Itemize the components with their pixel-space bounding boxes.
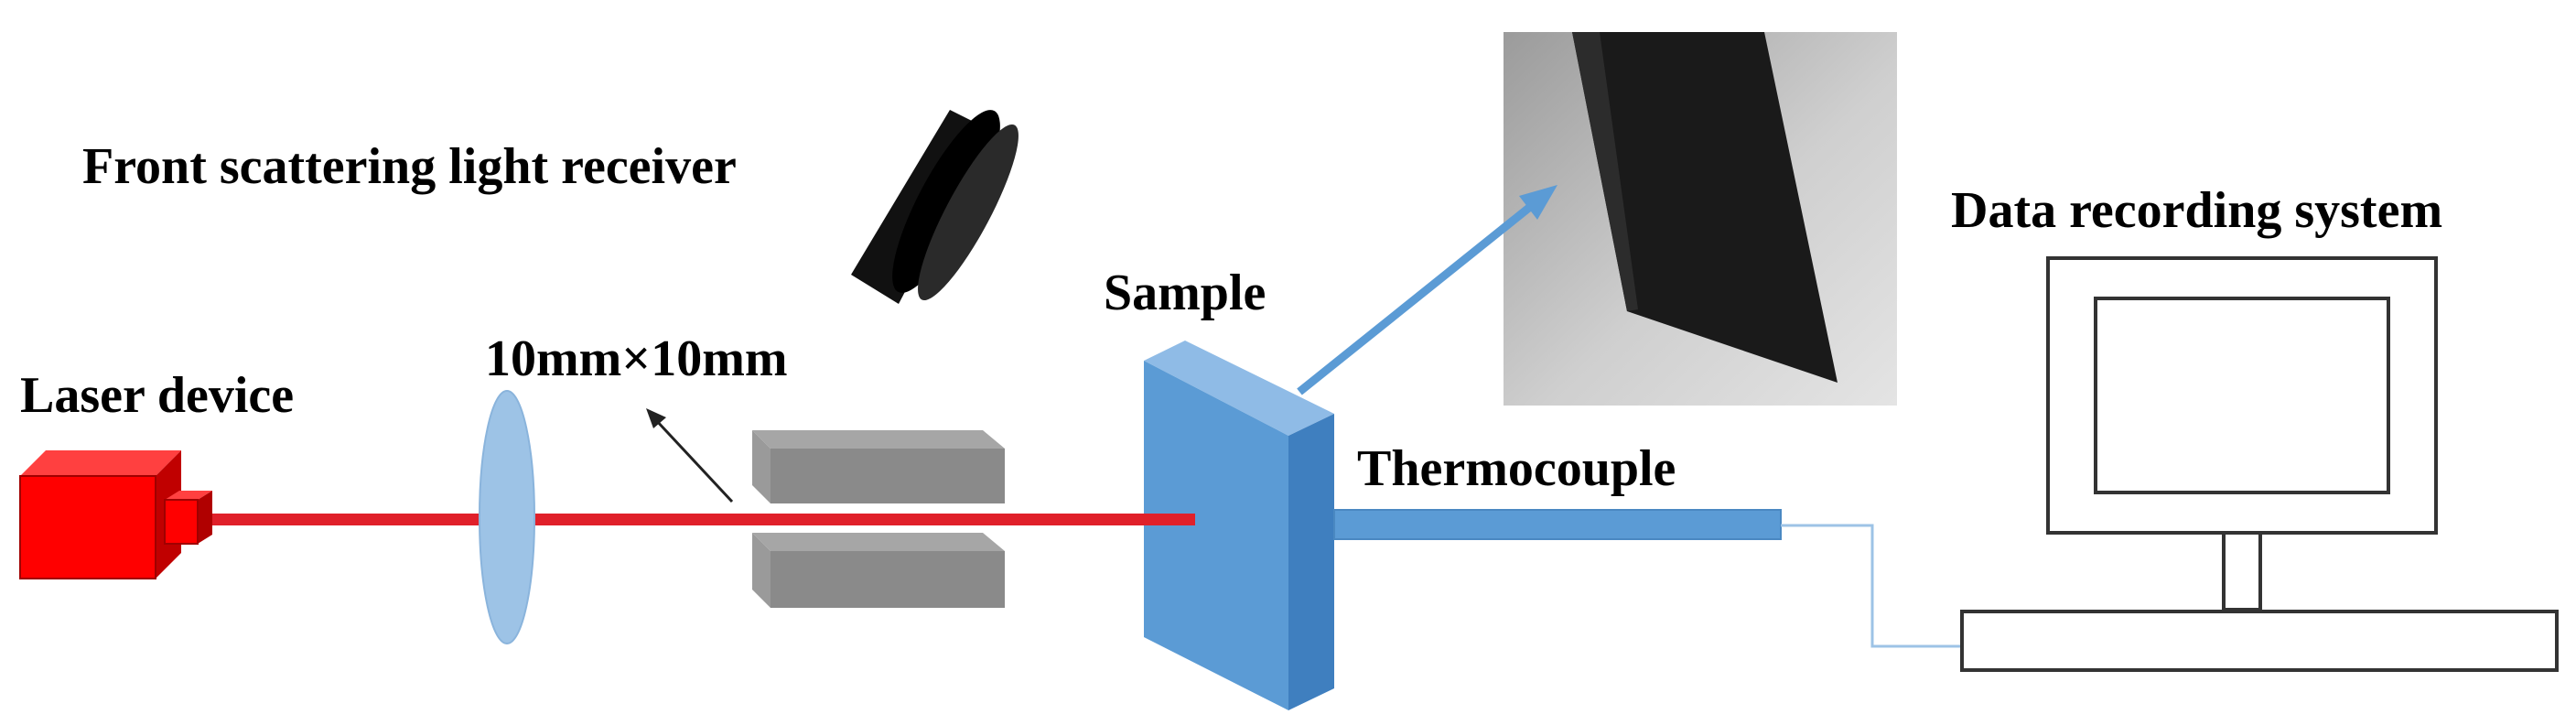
- laser-label: Laser device: [20, 367, 294, 424]
- sample-label: Sample: [1104, 265, 1266, 321]
- slit-block-lower: [752, 533, 1005, 608]
- front-scattering-receiver: [851, 110, 1019, 304]
- thermocouple-wire: [1781, 524, 1962, 648]
- monitor-stand: [2222, 531, 2262, 611]
- receiver-label: Front scattering light receiver: [82, 138, 737, 195]
- beam-size-arrow: [646, 408, 734, 503]
- inset-pointer-arrow: [1297, 185, 1557, 395]
- sample-photo-inset: [1504, 32, 1897, 406]
- lens: [479, 390, 535, 644]
- thermocouple-label: Thermocouple: [1357, 440, 1676, 497]
- sample-slab: [1144, 341, 1334, 710]
- thermocouple-rod: [1333, 509, 1782, 540]
- laser-beam: [212, 514, 1193, 525]
- monitor-screen: [2094, 297, 2390, 494]
- laser-device: [19, 450, 212, 579]
- slit-block-upper: [752, 430, 1005, 503]
- beam-size-label: 10mm×10mm: [485, 330, 788, 387]
- data-system-label: Data recording system: [1951, 182, 2442, 239]
- computer: [1960, 256, 2559, 672]
- computer-base: [1960, 610, 2559, 672]
- laser-beam-on-sample: [1144, 514, 1195, 525]
